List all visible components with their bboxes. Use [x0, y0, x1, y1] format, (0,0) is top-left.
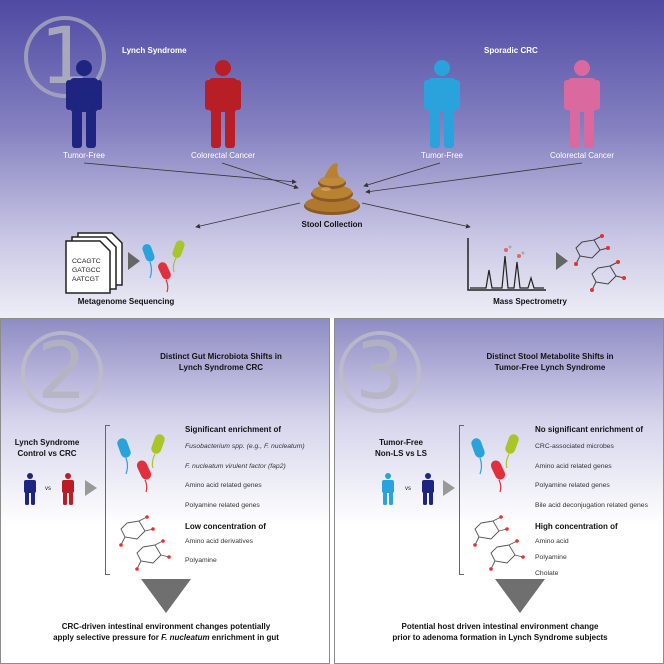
- person-icon-ls: [422, 473, 434, 505]
- panel-2-conclusion-italic: F. nucleatum: [161, 633, 210, 642]
- sequence-document-icon: [65, 232, 123, 294]
- bacteria-icon-group: [142, 240, 185, 293]
- panel-2-title-line-1: Distinct Gut Microbiota Shifts in: [160, 352, 282, 361]
- mass-spectrum-icon: [467, 238, 546, 291]
- panel-2-conclusion-post: enrichment in gut: [209, 633, 279, 642]
- panel-2-enrich-heading: Significant enrichment of: [185, 425, 282, 434]
- panel-3-enrich-item-2: Amino acid related genes: [535, 463, 612, 470]
- panel-2-bracket: [105, 425, 110, 575]
- stool-collection-label: Stool Collection: [301, 220, 363, 229]
- panel-3-title-line-1: Distinct Stool Metabolite Shifts in: [486, 352, 614, 361]
- panel-1-study-design: 1 Lynch Syndrome Sporadic CRC Tumor-Free…: [0, 0, 664, 318]
- panel-2-low-heading: Low concentration of: [185, 522, 266, 531]
- panel-2-microbiota: 2 Distinct Gut Microbiota Shifts in Lync…: [0, 318, 330, 664]
- person-icon-sporadic-tumor-free: [424, 60, 460, 148]
- right-triangle-icon: [128, 252, 140, 270]
- bacteria-icon-group-2: [117, 434, 165, 493]
- person-icon-crc: [62, 473, 74, 505]
- person-icon-control: [24, 473, 36, 505]
- panel-3-title-line-2: Tumor-Free Lynch Syndrome: [494, 363, 606, 372]
- lynch-syndrome-label: Lynch Syndrome: [122, 46, 187, 55]
- sequence-line-2: GATGCC: [72, 267, 101, 274]
- bacteria-icon-group-3: [471, 434, 519, 493]
- panel-2-compare-line-2: Control vs CRC: [17, 449, 77, 458]
- panel-2-enrich-item-1: Fusobacterium spp. (e.g., F. nucleatum): [185, 443, 305, 450]
- panel-3-enrich-heading: No significant enrichment of: [535, 425, 644, 434]
- panel-3-conclusion-line-1: Potential host driven intestinal environ…: [401, 622, 599, 631]
- right-triangle-icon-3: [85, 480, 97, 496]
- panel-2-title-line-2: Lynch Syndrome CRC: [178, 363, 264, 372]
- panel-3-bracket: [459, 425, 464, 575]
- panel-3-compare-line-2: Non-LS vs LS: [374, 449, 427, 458]
- sequence-line-1: CCAGTC: [72, 258, 101, 265]
- down-triangle-icon: [141, 579, 191, 613]
- panel-2-conclusion-pre: apply selective pressure for: [53, 633, 162, 642]
- panel-2-low-item-1: Amino acid derivatives: [185, 538, 253, 545]
- panel-3-enrich-item-3: Polyamine related genes: [535, 482, 610, 489]
- molecule-icon-group-3: [473, 515, 525, 571]
- person-icon-lynch-crc: [205, 60, 241, 148]
- panel-3-high-item-3: Cholate: [535, 570, 559, 577]
- stool-icon: [304, 163, 360, 215]
- right-triangle-icon-2: [556, 252, 568, 270]
- panel-3-vs: vs: [405, 486, 411, 492]
- panel-3-high-item-2: Polyamine: [535, 554, 567, 561]
- panel-3-high-item-1: Amino acid: [535, 538, 569, 545]
- person-label-lynch-tumor-free: Tumor-Free: [63, 151, 105, 160]
- panel-2-vs: vs: [45, 486, 51, 492]
- panel-3-metabolites: 3 Distinct Stool Metabolite Shifts in Tu…: [334, 318, 664, 664]
- panel-3-enrich-item-1: CRC-associated microbes: [535, 443, 614, 450]
- down-triangle-icon-2: [495, 579, 545, 613]
- panel-2-enrich-item-3: Amino acid related genes: [185, 482, 262, 489]
- metagenome-sequencing-label: Metagenome Sequencing: [77, 297, 175, 306]
- panel-3-high-heading: High concentration of: [535, 522, 618, 531]
- mass-spectrometry-label: Mass Spectrometry: [493, 297, 567, 306]
- sporadic-crc-label: Sporadic CRC: [484, 46, 538, 55]
- panel-2-enrich-item-2: F. nucleatum virulent factor (fap2): [185, 463, 286, 470]
- panel-3-number-circle: [339, 331, 421, 413]
- panel-2-low-item-2: Polyamine: [185, 557, 217, 564]
- person-label-lynch-crc: Colorectal Cancer: [190, 151, 256, 160]
- collection-arrows: [83, 162, 583, 229]
- sequence-line-3: AATCGT: [72, 276, 100, 283]
- panel-2-enrich-item-4: Polyamine related genes: [185, 502, 260, 509]
- panel-1-number-circle: [24, 16, 106, 98]
- person-icon-lynch-tumor-free: [66, 60, 102, 148]
- panel-3-number: 3: [355, 327, 405, 417]
- molecule-icon-group-2: [119, 515, 171, 571]
- person-label-sporadic-tumor-free: Tumor-Free: [421, 151, 463, 160]
- panel-2-number-circle: [21, 331, 103, 413]
- panel-2-conclusion-line-1: CRC-driven intestinal environment change…: [61, 622, 271, 631]
- person-icon-sporadic-crc: [564, 60, 600, 148]
- person-icon-non-ls: [382, 473, 394, 505]
- panel-2-conclusion-line-2: apply selective pressure for F. nucleatu…: [7, 633, 325, 642]
- person-label-sporadic-crc: Colorectal Cancer: [549, 151, 615, 160]
- panel-3-enrich-item-4: Bile acid deconjugation related genes: [535, 502, 648, 509]
- molecule-icon-group: [574, 234, 626, 292]
- panel-2-compare-line-1: Lynch Syndrome: [14, 438, 80, 447]
- panel-3-compare-line-1: Tumor-Free: [379, 438, 423, 447]
- right-triangle-icon-4: [443, 480, 455, 496]
- panel-3-conclusion-line-2: prior to adenoma formation in Lynch Synd…: [392, 633, 608, 642]
- panel-2-number: 2: [37, 327, 87, 417]
